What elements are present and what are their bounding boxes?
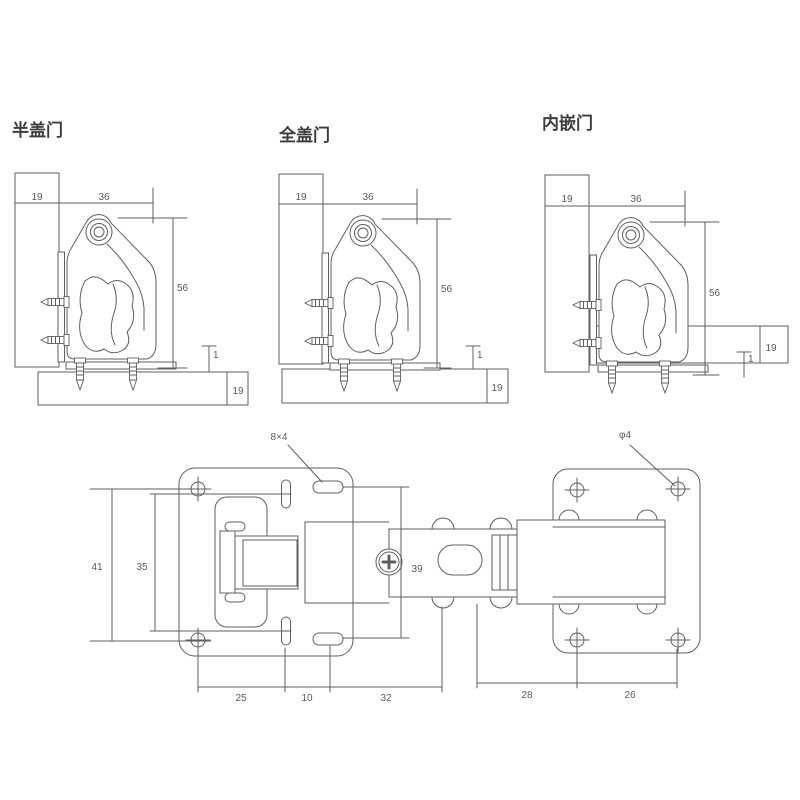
leader-line — [287, 444, 323, 483]
slide-block — [491, 534, 518, 591]
section-title: 半盖门 — [12, 120, 63, 140]
oblong-slot — [312, 480, 344, 494]
arm-tab — [431, 517, 455, 530]
cup-bracket — [219, 530, 236, 594]
arm-oval-hole — [437, 544, 483, 576]
dim-bottom: 32 — [380, 693, 392, 704]
arm-end — [516, 519, 666, 605]
cup-tab — [224, 592, 246, 603]
oblong-slot — [312, 632, 344, 646]
link-block — [304, 521, 354, 604]
dim-panel-thickness: 19 — [765, 343, 777, 354]
hinge-cup-inner — [242, 539, 298, 587]
hinge-side-view — [41, 215, 176, 390]
hinge-side-view — [573, 218, 708, 393]
dim-mount-depth: 36 — [630, 194, 642, 205]
label-hole-diameter: φ4 — [619, 430, 631, 441]
dim-hinge-height: 56 — [441, 284, 453, 295]
dim-door-thickness: 19 — [31, 192, 43, 203]
dim-door-thickness: 19 — [561, 194, 573, 205]
dim-panel-thickness: 19 — [232, 386, 244, 397]
door-panel — [14, 172, 60, 368]
dim-base-gap: 1 — [213, 350, 219, 361]
arm-tab — [636, 603, 658, 615]
dim-hinge-height: 56 — [709, 288, 721, 299]
dim-hole-spacing-outer: 41 — [91, 562, 103, 573]
dim-bottom: 28 — [521, 690, 533, 701]
arm-tab — [636, 509, 658, 521]
hinge-side-view — [305, 216, 440, 391]
arm-tab — [489, 517, 513, 530]
section-title: 内嵌门 — [542, 113, 593, 133]
label-slot-size: 8×4 — [271, 432, 288, 443]
dim-mount-depth: 36 — [362, 192, 374, 203]
dim-bottom: 25 — [235, 693, 247, 704]
cabinet-panel — [37, 371, 249, 406]
arm-tab — [558, 509, 580, 521]
dim-door-thickness: 19 — [295, 192, 307, 203]
cup-tab — [224, 521, 246, 532]
arm-tab — [489, 596, 513, 609]
section-half-overlay-door: 半盖门 19 36 56 1 19 — [12, 120, 249, 406]
section-inset-door: 内嵌门 19 36 56 1 19 — [542, 113, 789, 393]
plan-view: 41 35 8×4 φ4 39 25 10 32 28 26 — [89, 430, 701, 704]
leader-line — [629, 444, 676, 487]
label-arm-width: 39 — [411, 564, 423, 575]
dim-base-gap: 1 — [477, 350, 483, 361]
dim-base-gap: 1 — [748, 354, 754, 365]
section-full-overlay-door: 全盖门 19 36 56 1 19 — [278, 125, 509, 404]
dim-slot-spacing-inner: 35 — [136, 562, 148, 573]
dim-bottom: 26 — [624, 690, 636, 701]
dim-mount-depth: 36 — [98, 192, 110, 203]
dim-bottom: 10 — [301, 693, 313, 704]
arm-tab — [558, 603, 580, 615]
section-title: 全盖门 — [278, 125, 330, 145]
dim-hinge-height: 56 — [177, 283, 189, 294]
dim-panel-thickness: 19 — [491, 383, 503, 394]
door-panel — [278, 173, 324, 365]
arm-tab — [431, 596, 455, 609]
